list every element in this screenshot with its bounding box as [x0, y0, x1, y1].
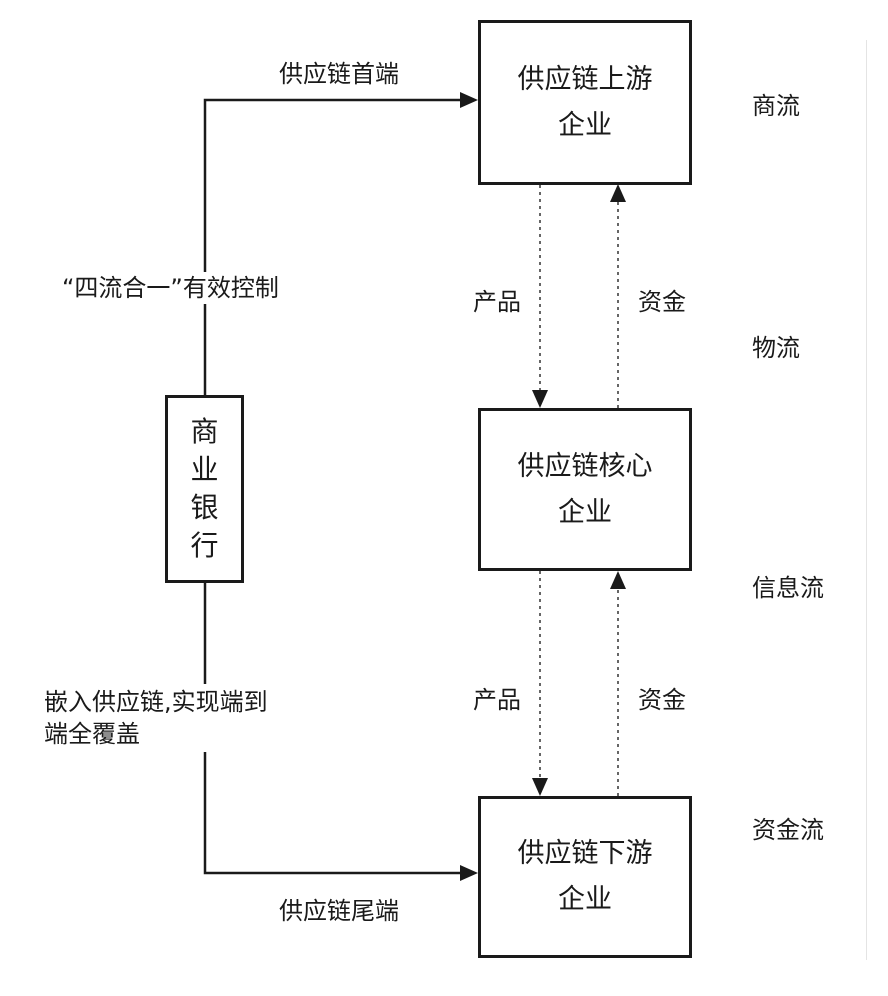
capital-flow-label: 资金流 [752, 816, 824, 844]
funds-flow-lower-arrowhead [610, 571, 626, 589]
funds-label-upper: 资金 [638, 288, 686, 316]
upstream-node-line1: 供应链上游 [517, 63, 653, 95]
right-edge-rule [866, 40, 867, 960]
chain-head-connector [203, 98, 472, 395]
chain-head-arrowhead [460, 92, 478, 108]
chain-tail-arrowhead [460, 865, 478, 881]
funds-label-lower: 资金 [638, 686, 686, 714]
product-flow-upper-arrowhead [532, 390, 548, 408]
upstream-enterprise-node: 供应链上游 企业 [478, 20, 692, 185]
product-label-upper: 产品 [473, 288, 521, 316]
downstream-enterprise-node: 供应链下游 企业 [478, 796, 692, 958]
chain-head-label: 供应链首端 [279, 60, 399, 88]
downstream-node-line1: 供应链下游 [517, 838, 653, 869]
commercial-flow-label: 商流 [752, 92, 800, 120]
bank-char: 行 [190, 529, 219, 562]
embed-supply-chain-label: 嵌入供应链,实现端到 端全覆盖 [40, 684, 272, 752]
embed-label-line1: 嵌入供应链,实现端到 [44, 688, 268, 716]
commercial-bank-node: 商 业 银 行 [165, 395, 244, 583]
core-node-line1: 供应链核心 [517, 450, 653, 482]
product-flow-lower-arrowhead [532, 778, 548, 796]
upstream-node-line2: 企业 [558, 109, 612, 141]
bank-char: 银 [190, 491, 219, 524]
bank-char: 业 [190, 453, 219, 486]
chain-tail-label: 供应链尾端 [279, 897, 399, 925]
information-flow-label: 信息流 [752, 574, 824, 602]
funds-flow-upper-arrowhead [610, 184, 626, 202]
four-flows-control-label: “四流合一”有效控制 [58, 272, 283, 304]
core-node-line2: 企业 [558, 496, 612, 528]
logistics-flow-label: 物流 [752, 334, 800, 362]
bank-char: 商 [190, 415, 219, 448]
chain-tail-connector [203, 583, 472, 875]
embed-label-line2: 端全覆盖 [44, 720, 140, 748]
core-enterprise-node: 供应链核心 企业 [478, 408, 692, 571]
downstream-node-line2: 企业 [558, 884, 612, 915]
product-label-lower: 产品 [473, 686, 521, 714]
